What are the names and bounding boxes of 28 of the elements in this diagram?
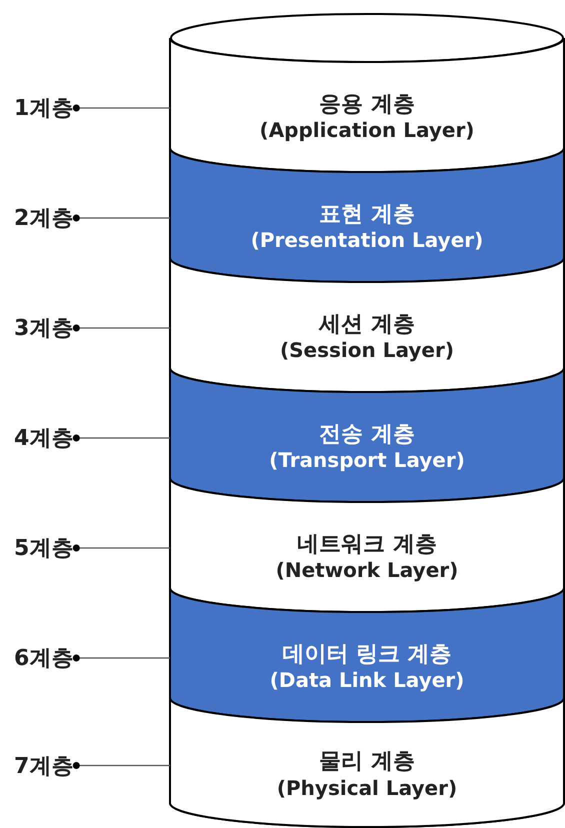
leader-line — [72, 654, 170, 662]
leader-line — [72, 762, 170, 769]
leader-line — [72, 214, 170, 222]
leader-line — [72, 544, 170, 552]
layer-name: 세션 계층 — [319, 312, 415, 338]
layer-number-label: 2계층 — [14, 205, 74, 233]
layer-name: 네트워크 계층 — [297, 532, 437, 558]
layer-english-name: (Transport Layer) — [269, 448, 465, 472]
layer-name: 물리 계층 — [319, 749, 415, 776]
layer-number-label: 6계층 — [14, 645, 74, 673]
layer-english-name: (Network Layer) — [276, 558, 458, 582]
layer-name: 표현 계층 — [319, 202, 415, 228]
layer-number-label: 1계층 — [14, 95, 74, 123]
layer-number-label: 5계층 — [14, 535, 74, 563]
layer-english-name: (Application Layer) — [260, 118, 474, 142]
layer-english-name: (Session Layer) — [280, 338, 454, 362]
leader-line — [72, 324, 170, 332]
layer-number-label: 4계층 — [14, 425, 74, 453]
layer-english-name: (Physical Layer) — [276, 776, 458, 800]
layer-english-name: (Data Link Layer) — [270, 668, 464, 692]
layer-number-label: 7계층 — [14, 752, 74, 780]
layer-english-name: (Presentation Layer) — [250, 228, 484, 252]
layer-number-label: 3계층 — [14, 315, 74, 343]
layer-name: 데이터 링크 계층 — [282, 642, 452, 668]
leader-line — [72, 434, 170, 442]
layer-name: 전송 계층 — [319, 422, 415, 448]
layer-name: 응용 계층 — [319, 92, 415, 118]
leader-line — [72, 104, 170, 112]
